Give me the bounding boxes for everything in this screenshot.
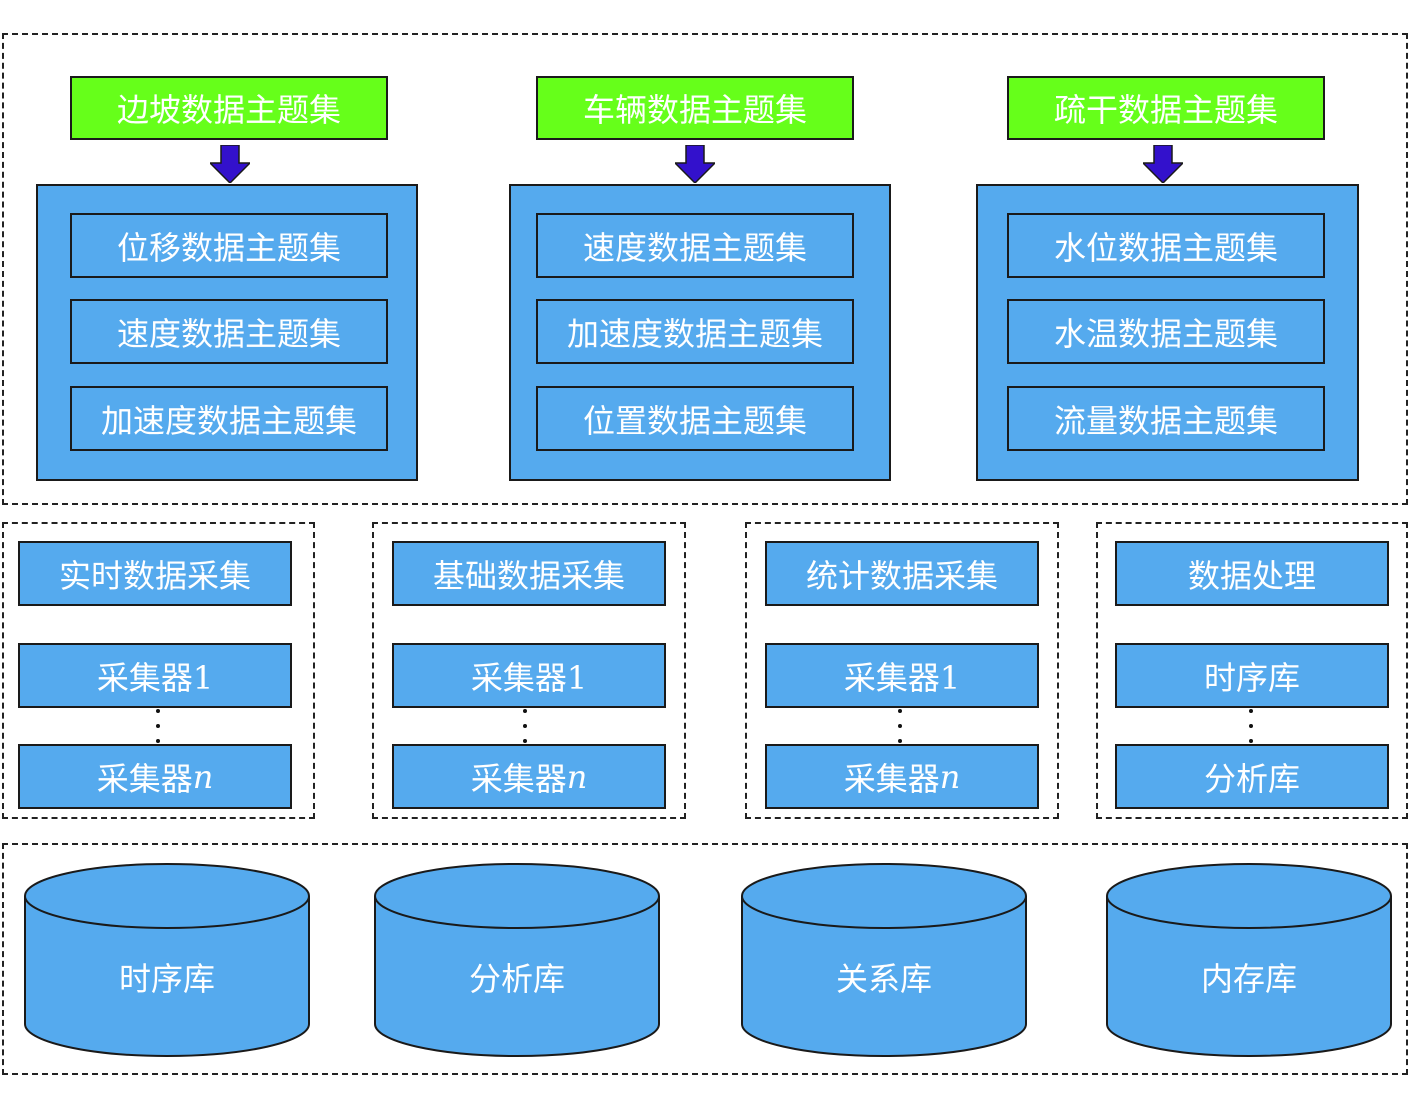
collect-header: 统计数据采集 (765, 541, 1039, 606)
database-icon (374, 863, 660, 1057)
topic-item: 位移数据主题集 (70, 213, 388, 278)
database-cylinder: 分析库 (373, 862, 661, 1058)
database-icon (24, 863, 310, 1057)
collector-last-suffix: n (939, 757, 961, 796)
topic-header-vehicle: 车辆数据主题集 (536, 76, 854, 140)
topic-item: 流量数据主题集 (1007, 386, 1325, 451)
processing-last-label: 分析库 (1203, 759, 1300, 798)
topic-item: 加速度数据主题集 (536, 299, 854, 364)
database-label: 关系库 (835, 960, 932, 998)
down-arrow-icon (675, 145, 715, 183)
down-arrow-icon (210, 145, 250, 183)
collector-first: 采集器1 (765, 643, 1039, 708)
topic-item: 加速度数据主题集 (70, 386, 388, 451)
database-cylinder: 关系库 (740, 862, 1028, 1058)
database-cylinder: 内存库 (1105, 862, 1393, 1058)
collector-last-prefix: 采集器 (843, 759, 940, 798)
topic-item: 速度数据主题集 (536, 213, 854, 278)
collector-last-prefix: 采集器 (470, 759, 567, 798)
collect-column-frame (372, 522, 686, 819)
processing-last: 分析库 (1115, 744, 1389, 809)
topic-header-slope: 边坡数据主题集 (70, 76, 388, 140)
database-icon (1106, 863, 1392, 1057)
topic-item: 水温数据主题集 (1007, 299, 1325, 364)
database-label: 内存库 (1200, 960, 1297, 998)
ellipsis-dots (522, 709, 528, 743)
collector-last-suffix: n (566, 757, 588, 796)
ellipsis-dots (1248, 709, 1254, 743)
collect-column-frame (745, 522, 1059, 819)
collector-first: 采集器1 (18, 643, 292, 708)
collector-last-suffix: n (192, 757, 214, 796)
down-arrow-icon (1143, 145, 1183, 183)
processing-first: 时序库 (1115, 643, 1389, 708)
collector-first: 采集器1 (392, 643, 666, 708)
topic-item: 水位数据主题集 (1007, 213, 1325, 278)
database-label: 时序库 (118, 960, 215, 998)
topic-header-drainage: 疏干数据主题集 (1007, 76, 1325, 140)
collect-column-frame (2, 522, 315, 819)
database-icon (741, 863, 1027, 1057)
collect-header: 数据处理 (1115, 541, 1389, 606)
storage-layer-frame (2, 843, 1408, 1075)
database-label: 分析库 (468, 960, 565, 998)
topic-item: 速度数据主题集 (70, 299, 388, 364)
collect-header: 基础数据采集 (392, 541, 666, 606)
collector-last-prefix: 采集器 (96, 759, 193, 798)
collect-header: 实时数据采集 (18, 541, 292, 606)
ellipsis-dots (897, 709, 903, 743)
ellipsis-dots (155, 709, 161, 743)
database-cylinder: 时序库 (23, 862, 311, 1058)
topic-layer-frame (2, 33, 1408, 505)
topic-item: 位置数据主题集 (536, 386, 854, 451)
collect-column-frame (1096, 522, 1408, 819)
